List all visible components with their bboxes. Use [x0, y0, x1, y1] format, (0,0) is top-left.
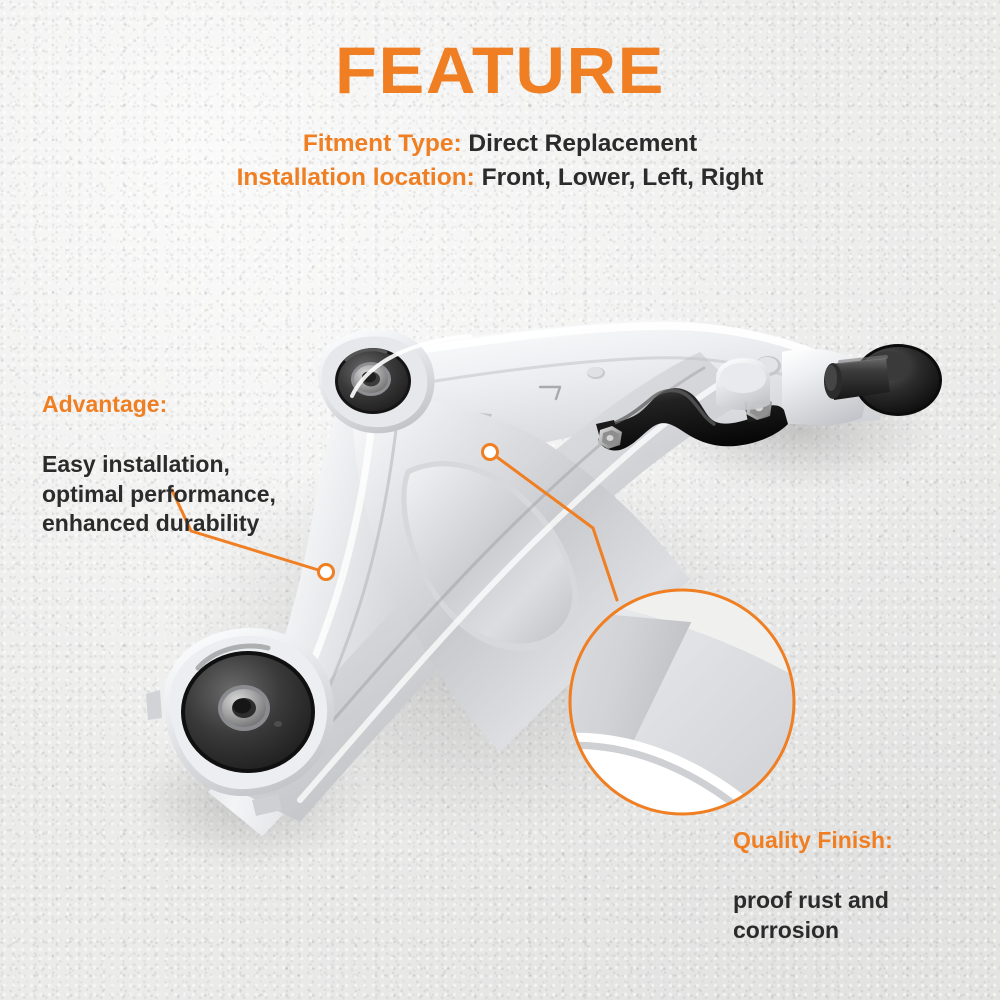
- spec-fitment-type-value: Direct Replacement: [468, 130, 698, 158]
- hex-nut-left: [598, 426, 622, 449]
- spec-install-location: Installation location: Front, Lower, Lef…: [0, 161, 1000, 195]
- annotation-advantage-body: Easy installation, optimal performance, …: [42, 450, 276, 537]
- header: FEATURE Fitment Type: Direct Replacement…: [0, 0, 1000, 195]
- annotation-quality-finish: Quality Finish: proof rust and corrosion: [733, 796, 893, 945]
- annotation-advantage: Advantage: Easy installation, optimal pe…: [42, 360, 276, 539]
- annotation-quality-finish-body: proof rust and corrosion: [733, 886, 889, 943]
- page-title: FEATURE: [335, 33, 665, 107]
- spec-fitment-type-key: Fitment Type:: [302, 130, 462, 158]
- spec-install-location-value: Front, Lower, Left, Right: [481, 164, 764, 192]
- annotation-advantage-heading: Advantage:: [42, 390, 168, 417]
- annotation-quality-finish-heading: Quality Finish:: [733, 826, 893, 853]
- spec-fitment-type: Fitment Type: Direct Replacement: [0, 127, 1000, 161]
- spec-install-location-key: Installation location:: [236, 164, 475, 192]
